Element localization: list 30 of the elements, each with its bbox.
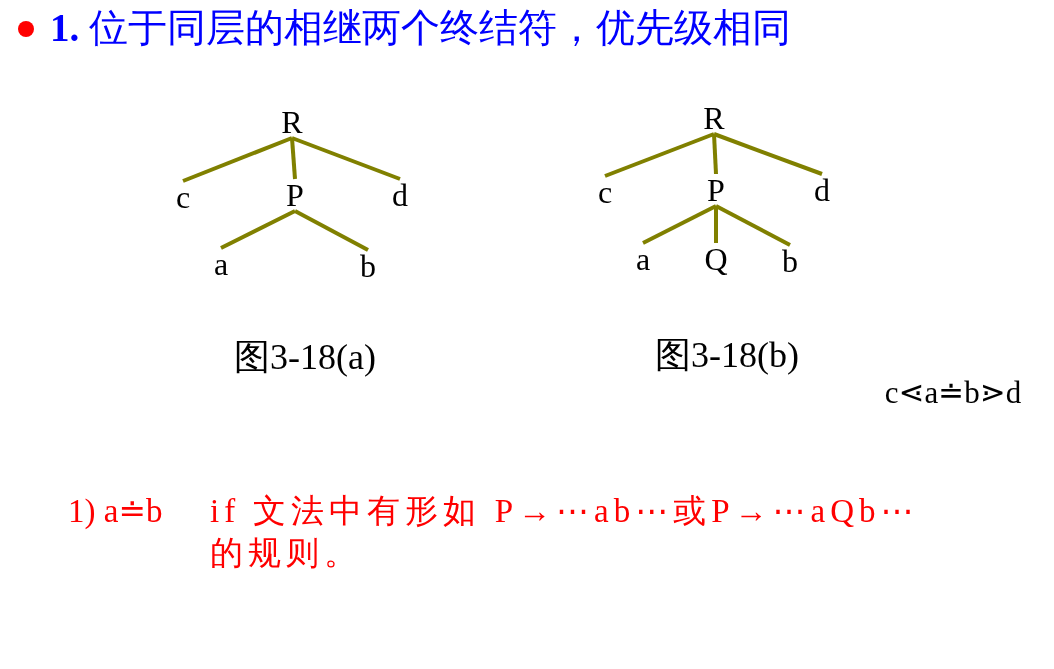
precedence-relation: c⋖a≐b⋗d xyxy=(884,373,1022,412)
tree-branch xyxy=(291,136,401,181)
tree-branch xyxy=(712,133,718,175)
tree-branch xyxy=(290,137,297,180)
slide-title: 1. 位于同层的相继两个终结符，优先级相同 xyxy=(50,5,791,51)
tree-branch xyxy=(604,132,715,178)
node-label: b xyxy=(782,245,798,277)
tree-branch xyxy=(713,132,823,176)
figure-caption: 图3-18(b) xyxy=(655,334,799,377)
node-label: R xyxy=(703,102,725,134)
tree-branch xyxy=(182,136,293,183)
node-label: R xyxy=(281,106,303,138)
node-label: Q xyxy=(704,243,728,275)
tree-branch xyxy=(220,209,296,250)
node-label: P xyxy=(707,174,725,206)
node-label: a xyxy=(213,248,229,280)
tree-branch xyxy=(642,204,717,245)
rule-number: 1) a≐b xyxy=(68,492,163,531)
tree-branch xyxy=(715,204,791,247)
node-label: c xyxy=(597,176,613,208)
node-label: c xyxy=(175,181,191,213)
rule-description: if 文法中有形如 P→⋯ab⋯或P→⋯aQb⋯的规则。 xyxy=(210,492,920,573)
node-label: d xyxy=(392,179,408,211)
node-label: a xyxy=(635,243,651,275)
tree-branch xyxy=(294,209,369,252)
node-label: d xyxy=(814,174,830,206)
tree-branch xyxy=(714,206,718,243)
node-label: P xyxy=(286,179,304,211)
figure-caption: 图3-18(a) xyxy=(234,336,376,379)
node-label: b xyxy=(360,250,376,282)
